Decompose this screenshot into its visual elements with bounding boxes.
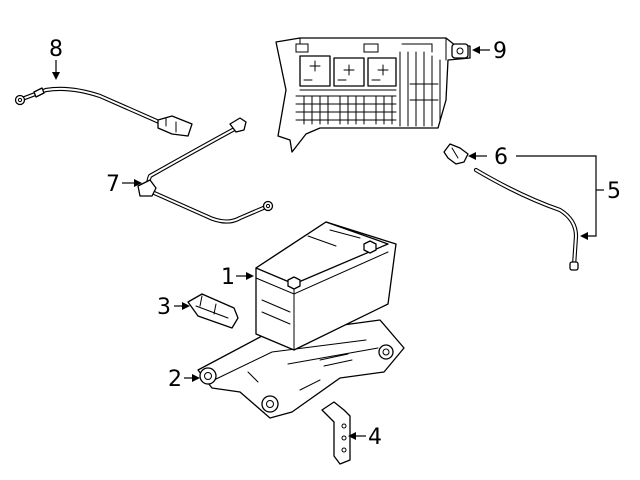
callout-9: 9: [493, 39, 507, 64]
callout-7: 7: [106, 172, 120, 197]
callout-4: 4: [368, 425, 382, 450]
callout-2: 2: [168, 367, 182, 392]
battery-part: [255, 221, 397, 351]
positive-cable-part: [137, 117, 274, 224]
cable-holder-part: [187, 293, 239, 329]
callout-labels: 8 9 6 5 7 1 3 2 4: [49, 37, 621, 450]
hold-down-bracket-part: [321, 401, 351, 465]
callout-1: 1: [221, 265, 235, 290]
callout-5: 5: [607, 179, 621, 204]
vent-hose-part: [473, 167, 579, 271]
callout-3: 3: [157, 295, 171, 320]
callout-6: 6: [494, 145, 508, 170]
vent-elbow-part: [443, 143, 469, 165]
ground-cable-part: [14, 86, 193, 137]
battery-tray-part: [197, 319, 405, 419]
leader-lines: [52, 46, 604, 440]
callout-8: 8: [49, 37, 63, 62]
fuse-box-part: [275, 37, 471, 153]
